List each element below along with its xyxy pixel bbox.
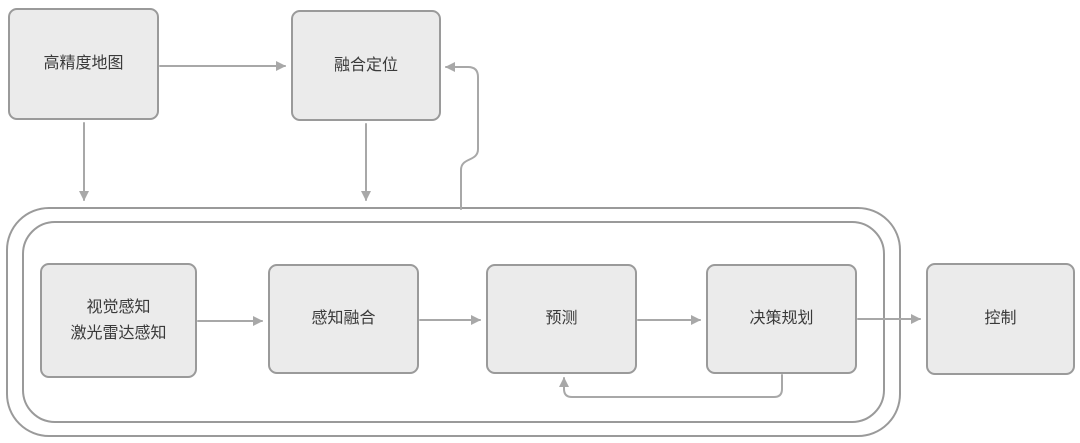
node-planning: 决策规划 [706,264,857,374]
subsystem-inner-border [22,221,885,423]
node-perception-label: 视觉感知 激光雷达感知 [70,298,167,342]
node-map-label: 高精度地图 [43,55,124,73]
node-control: 控制 [926,263,1075,375]
node-prediction: 预测 [486,264,637,374]
node-fusion-label: 感知融合 [311,310,376,328]
subsystem-outer-border [6,207,901,437]
node-prediction-label: 预测 [545,310,578,328]
node-localization: 融合定位 [291,10,441,121]
node-localization-label: 融合定位 [333,56,398,74]
edge-subsystem-to-localization-feedback [445,62,479,210]
node-perception: 视觉感知 激光雷达感知 [40,263,197,378]
node-control-label: 控制 [984,310,1017,328]
edge-planning-to-prediction-feedback [559,374,783,398]
node-fusion: 感知融合 [268,264,419,374]
node-planning-label: 决策规划 [749,310,814,328]
node-map: 高精度地图 [8,8,159,120]
